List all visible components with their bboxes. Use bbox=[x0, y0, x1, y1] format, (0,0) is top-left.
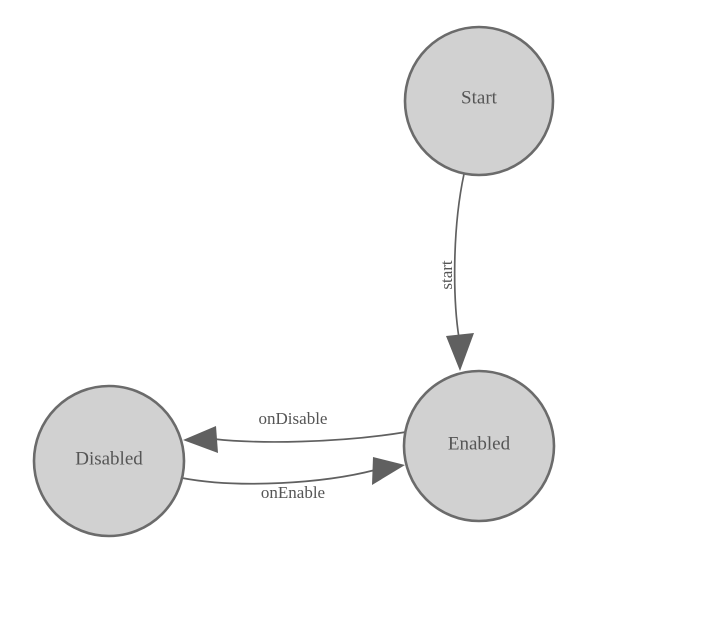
node-enabled-circle bbox=[402, 369, 556, 523]
edge-start-to-enabled-label: start bbox=[437, 260, 456, 290]
edge-enabled-to-disabled[interactable]: onDisable bbox=[183, 409, 407, 453]
node-start[interactable]: Start bbox=[403, 25, 555, 177]
node-start-label: Start bbox=[461, 87, 498, 108]
edge-enabled-to-disabled-label: onDisable bbox=[259, 409, 328, 428]
edge-enabled-to-disabled-path bbox=[213, 431, 407, 443]
edge-start-to-enabled-arrowhead-icon bbox=[446, 333, 474, 371]
node-disabled-label: Disabled bbox=[75, 448, 143, 469]
edge-start-to-enabled[interactable]: start bbox=[437, 173, 474, 371]
node-enabled-label: Enabled bbox=[448, 433, 511, 454]
node-enabled[interactable]: Enabled bbox=[402, 369, 556, 523]
edge-enabled-to-disabled-arrowhead-icon bbox=[183, 426, 218, 453]
edge-disabled-to-enabled[interactable]: onEnable bbox=[181, 457, 405, 502]
edge-disabled-to-enabled-arrowhead-icon bbox=[372, 457, 405, 485]
node-disabled-circle bbox=[32, 384, 186, 538]
node-start-circle bbox=[403, 25, 555, 177]
edge-disabled-to-enabled-path bbox=[181, 469, 376, 485]
edge-disabled-to-enabled-label: onEnable bbox=[261, 483, 325, 502]
edge-start-to-enabled-path bbox=[453, 173, 465, 339]
node-disabled[interactable]: Disabled bbox=[32, 384, 186, 538]
